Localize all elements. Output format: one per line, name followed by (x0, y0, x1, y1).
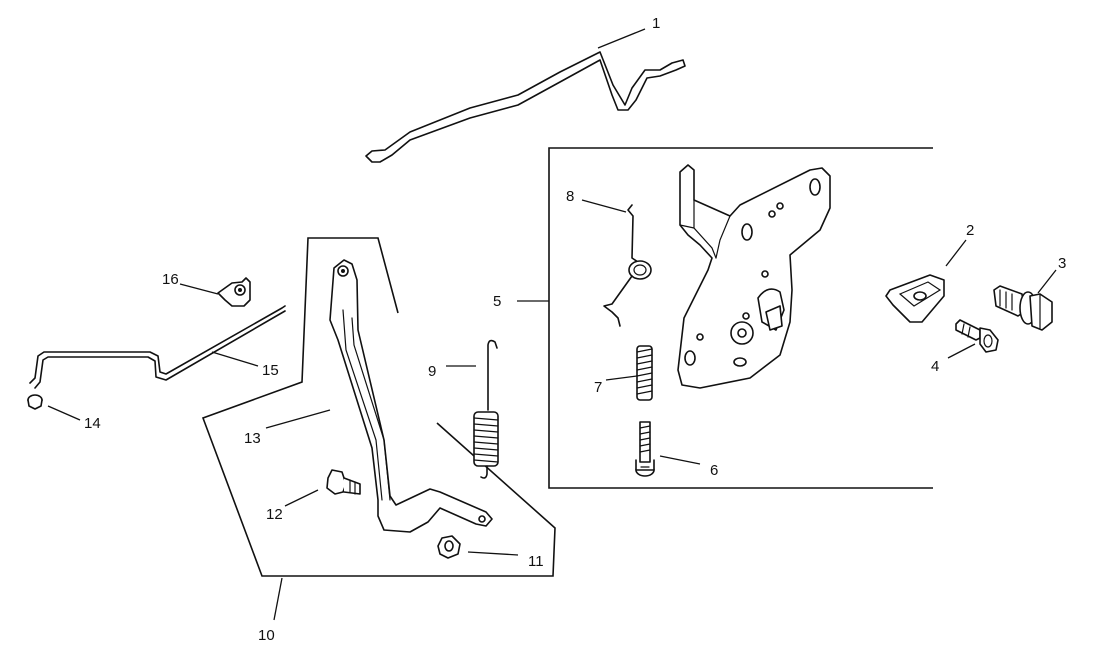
governor-control-plate (677, 164, 831, 389)
callout-10: 10 (258, 627, 275, 644)
callout-11: 11 (528, 553, 544, 570)
callout-2: 2 (966, 222, 974, 239)
torsion-spring (603, 204, 652, 327)
callout-3: 3 (1058, 255, 1066, 272)
callout-5: 5 (493, 293, 501, 310)
callout-12: 12 (266, 506, 283, 523)
lever-assembly-frame (201, 237, 556, 577)
callout-1: 1 (652, 15, 660, 32)
callout-9: 9 (428, 363, 436, 380)
control-plate-assembly-frame (548, 147, 933, 489)
plate-screw (635, 421, 655, 477)
speed-clip (885, 274, 945, 323)
rod-clip (217, 277, 251, 307)
governor-lever (329, 259, 493, 533)
flange-bolt (993, 285, 1053, 331)
governor-link-rod (365, 51, 686, 163)
choke-link-rod (29, 305, 286, 389)
governor-spring (473, 339, 499, 479)
callout-16: 16 (162, 271, 179, 288)
callout-15: 15 (262, 362, 279, 379)
small-bolt (955, 319, 999, 353)
callout-14: 14 (84, 415, 101, 432)
callout-7: 7 (594, 379, 602, 396)
rod-bushing (27, 394, 43, 410)
callout-4: 4 (931, 358, 939, 375)
compression-spring (636, 345, 653, 401)
leader-lines (47, 28, 1057, 621)
pivot-bolt (326, 469, 361, 495)
callout-13: 13 (244, 430, 261, 447)
callout-6: 6 (710, 462, 718, 479)
callout-labels: 1 2 3 4 5 6 7 8 9 10 11 12 13 14 15 16 (84, 15, 1066, 644)
lever-nut (437, 535, 461, 559)
callout-8: 8 (566, 188, 574, 205)
